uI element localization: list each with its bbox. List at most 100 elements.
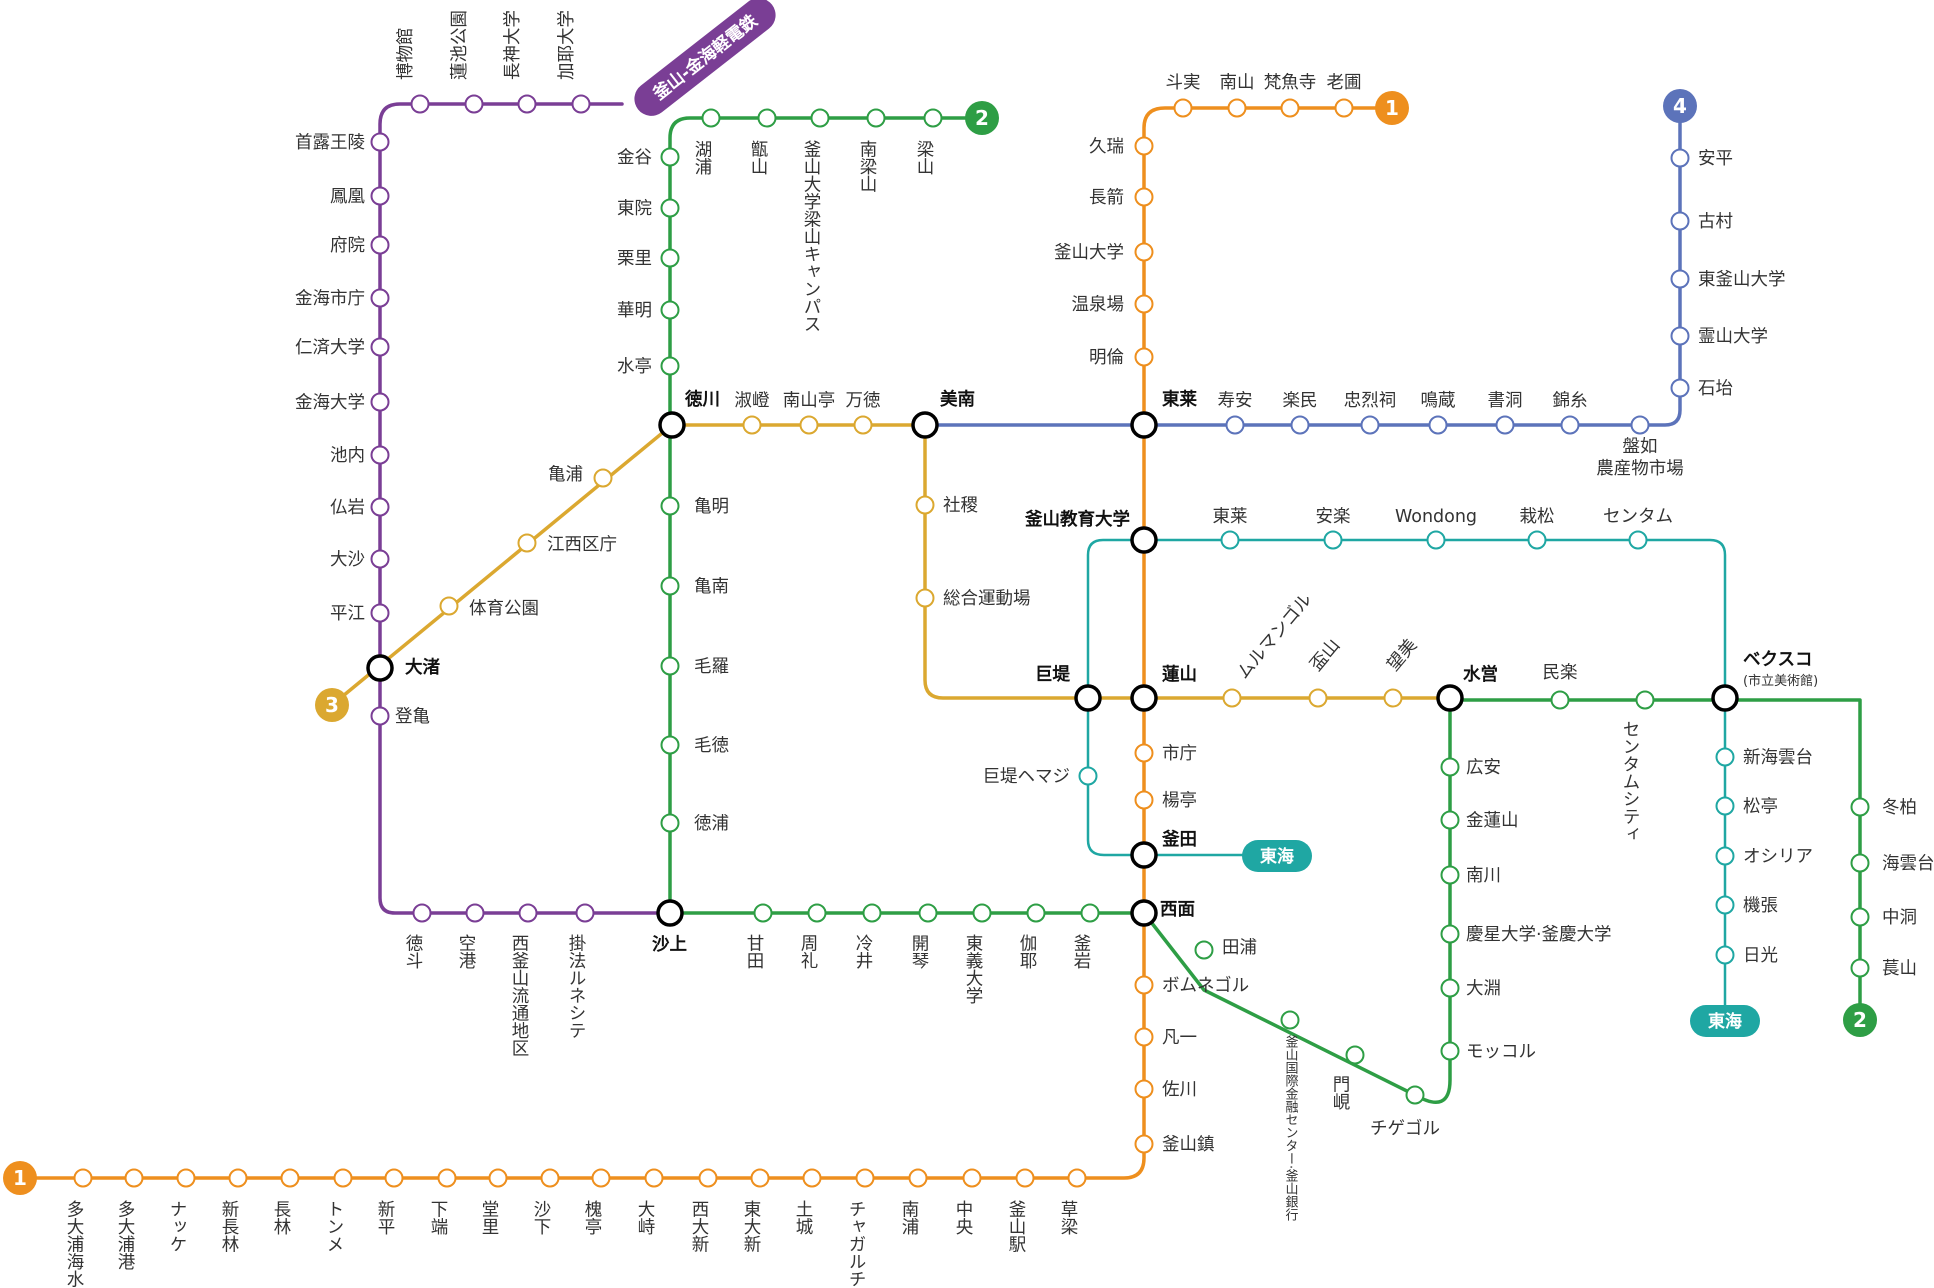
station-dot[interactable] bbox=[370, 186, 390, 206]
station-dot[interactable] bbox=[1134, 743, 1154, 763]
transfer-station-edu[interactable] bbox=[1130, 526, 1158, 554]
station-dot[interactable] bbox=[802, 1168, 822, 1188]
station-dot[interactable] bbox=[799, 415, 819, 435]
station-dot[interactable] bbox=[488, 1168, 508, 1188]
transfer-station-dongnae[interactable] bbox=[1130, 411, 1158, 439]
station-dot[interactable] bbox=[1440, 810, 1460, 830]
station-dot[interactable] bbox=[73, 1168, 93, 1188]
station-dot[interactable] bbox=[1360, 415, 1380, 435]
station-dot[interactable] bbox=[1670, 148, 1690, 168]
station-dot[interactable] bbox=[1550, 690, 1570, 710]
station-dot[interactable] bbox=[1026, 903, 1046, 923]
station-dot[interactable] bbox=[464, 94, 484, 114]
transfer-station-geoje[interactable] bbox=[1074, 684, 1102, 712]
station-dot[interactable] bbox=[1334, 98, 1354, 118]
station-dot[interactable] bbox=[660, 356, 680, 376]
station-dot[interactable] bbox=[1440, 865, 1460, 885]
station-dot[interactable] bbox=[1440, 1041, 1460, 1061]
station-dot[interactable] bbox=[962, 1168, 982, 1188]
station-dot[interactable] bbox=[1323, 530, 1343, 550]
station-dot[interactable] bbox=[370, 706, 390, 726]
station-dot[interactable] bbox=[1850, 907, 1870, 927]
station-dot[interactable] bbox=[1527, 530, 1547, 550]
station-dot[interactable] bbox=[862, 903, 882, 923]
station-dot[interactable] bbox=[660, 300, 680, 320]
station-dot[interactable] bbox=[370, 445, 390, 465]
station-dot[interactable] bbox=[660, 656, 680, 676]
station-dot[interactable] bbox=[1850, 958, 1870, 978]
station-dot[interactable] bbox=[439, 596, 459, 616]
station-dot[interactable] bbox=[1194, 940, 1214, 960]
station-dot[interactable] bbox=[1134, 347, 1154, 367]
line-1-badge-bottom[interactable] bbox=[3, 1161, 37, 1195]
station-dot[interactable] bbox=[1173, 98, 1193, 118]
station-dot[interactable] bbox=[660, 576, 680, 596]
station-dot[interactable] bbox=[1308, 688, 1328, 708]
line-3-badge[interactable] bbox=[315, 688, 349, 722]
station-dot[interactable] bbox=[972, 903, 992, 923]
station-dot[interactable] bbox=[1280, 98, 1300, 118]
station-dot[interactable] bbox=[410, 94, 430, 114]
station-dot[interactable] bbox=[1670, 269, 1690, 289]
station-dot[interactable] bbox=[753, 903, 773, 923]
station-dot[interactable] bbox=[698, 1168, 718, 1188]
station-dot[interactable] bbox=[518, 903, 538, 923]
station-dot[interactable] bbox=[750, 1168, 770, 1188]
station-dot[interactable] bbox=[1670, 211, 1690, 231]
station-dot[interactable] bbox=[370, 132, 390, 152]
station-dot[interactable] bbox=[660, 248, 680, 268]
station-dot[interactable] bbox=[1560, 415, 1580, 435]
station-dot[interactable] bbox=[644, 1168, 664, 1188]
station-dot[interactable] bbox=[517, 94, 537, 114]
transfer-station-minam[interactable] bbox=[911, 411, 939, 439]
station-dot[interactable] bbox=[757, 108, 777, 128]
station-dot[interactable] bbox=[1134, 975, 1154, 995]
station-dot[interactable] bbox=[1067, 1168, 1087, 1188]
transfer-station-seomyeon[interactable] bbox=[1130, 899, 1158, 927]
station-dot[interactable] bbox=[370, 337, 390, 357]
station-dot[interactable] bbox=[1134, 1079, 1154, 1099]
station-dot[interactable] bbox=[701, 108, 721, 128]
station-dot[interactable] bbox=[1134, 790, 1154, 810]
transfer-station-deokcheon[interactable] bbox=[658, 411, 686, 439]
station-dot[interactable] bbox=[1280, 1010, 1300, 1030]
station-dot[interactable] bbox=[855, 1168, 875, 1188]
station-dot[interactable] bbox=[853, 415, 873, 435]
station-dot[interactable] bbox=[1630, 415, 1650, 435]
station-dot[interactable] bbox=[807, 903, 827, 923]
station-dot[interactable] bbox=[1220, 530, 1240, 550]
station-dot[interactable] bbox=[540, 1168, 560, 1188]
station-dot[interactable] bbox=[176, 1168, 196, 1188]
transfer-station-suyeong[interactable] bbox=[1436, 684, 1464, 712]
station-dot[interactable] bbox=[915, 588, 935, 608]
station-dot[interactable] bbox=[1440, 924, 1460, 944]
station-dot[interactable] bbox=[918, 903, 938, 923]
station-dot[interactable] bbox=[1715, 846, 1735, 866]
station-dot[interactable] bbox=[412, 903, 432, 923]
station-dot[interactable] bbox=[1134, 187, 1154, 207]
station-dot[interactable] bbox=[593, 468, 613, 488]
station-dot[interactable] bbox=[333, 1168, 353, 1188]
station-dot[interactable] bbox=[384, 1168, 404, 1188]
station-dot[interactable] bbox=[575, 903, 595, 923]
station-dot[interactable] bbox=[1440, 978, 1460, 998]
station-dot[interactable] bbox=[923, 108, 943, 128]
station-dot[interactable] bbox=[1715, 895, 1735, 915]
station-dot[interactable] bbox=[1225, 415, 1245, 435]
bgl-pill[interactable] bbox=[628, 0, 783, 123]
station-dot[interactable] bbox=[660, 147, 680, 167]
station-dot[interactable] bbox=[660, 813, 680, 833]
station-dot[interactable] bbox=[1134, 1027, 1154, 1047]
station-dot[interactable] bbox=[465, 903, 485, 923]
line-4-badge[interactable] bbox=[1663, 89, 1697, 123]
station-dot[interactable] bbox=[1628, 530, 1648, 550]
station-dot[interactable] bbox=[810, 108, 830, 128]
station-dot[interactable] bbox=[124, 1168, 144, 1188]
station-dot[interactable] bbox=[915, 495, 935, 515]
station-dot[interactable] bbox=[370, 235, 390, 255]
station-dot[interactable] bbox=[1715, 796, 1735, 816]
station-dot[interactable] bbox=[1078, 766, 1098, 786]
station-dot[interactable] bbox=[228, 1168, 248, 1188]
station-dot[interactable] bbox=[1227, 98, 1247, 118]
station-dot[interactable] bbox=[1134, 242, 1154, 262]
